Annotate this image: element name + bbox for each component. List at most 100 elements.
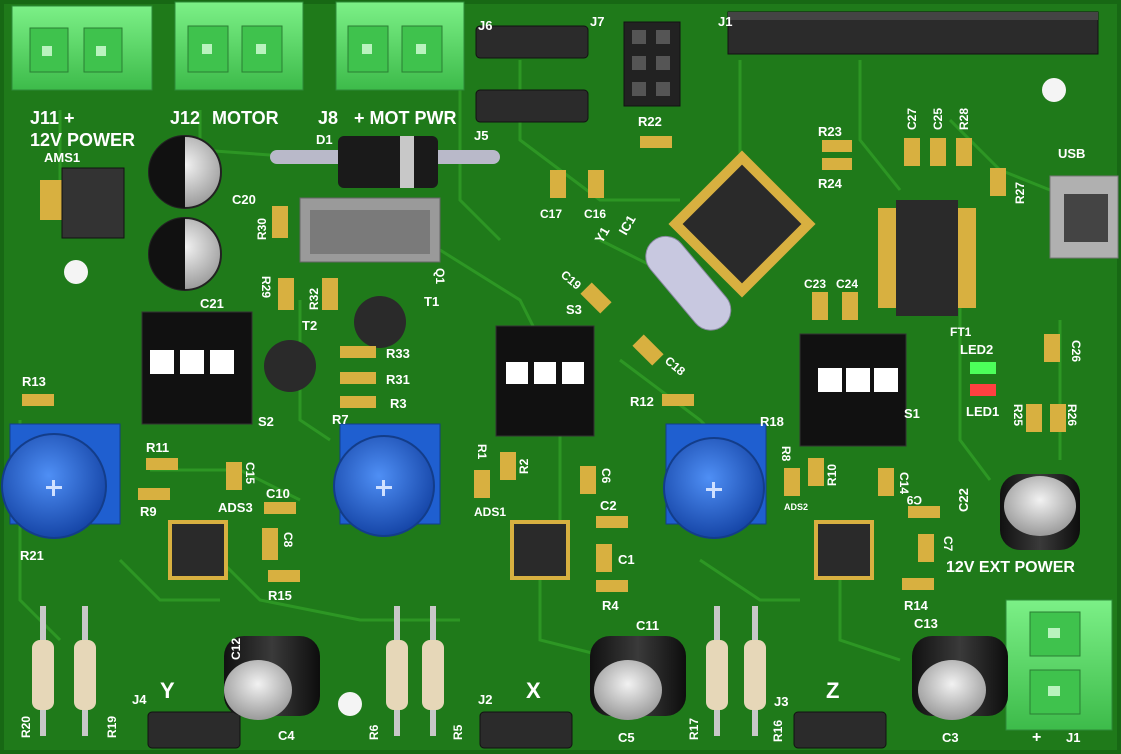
label-led2: LED2: [960, 342, 993, 357]
label-r9: R9: [140, 504, 157, 519]
label-r26: R26: [1065, 404, 1079, 426]
label-plus: +: [1032, 729, 1041, 746]
label-t2: T2: [302, 318, 317, 333]
label-r30: R30: [255, 218, 269, 240]
label-j11: J11 +: [30, 108, 75, 128]
label-c14: C14: [897, 472, 911, 494]
smd-parts: [22, 136, 1066, 592]
led-led1: [970, 384, 996, 396]
mount-hole-2: [1042, 78, 1066, 102]
pot-r3: [333, 423, 441, 537]
label-r33: R33: [386, 346, 410, 361]
label-r6: R6: [367, 724, 381, 740]
label-c23: C23: [804, 277, 826, 291]
label-c26: C26: [1069, 340, 1083, 362]
transistor-q1: [299, 197, 441, 263]
label-r4: R4: [602, 598, 619, 613]
label-c25: C25: [931, 108, 945, 130]
label-r13: R13: [22, 374, 46, 389]
usb-connector: [1049, 175, 1119, 259]
label-j2: J2: [478, 692, 492, 707]
pot-r18: [663, 423, 767, 539]
cap-c21: [148, 217, 222, 291]
label-c9: C9: [906, 493, 922, 507]
label-r21: R21: [20, 548, 44, 563]
label-z-axis: Z: [826, 678, 839, 703]
terminal-j12: [174, 1, 304, 91]
resistor-r6: [386, 606, 408, 736]
label-ft1: FT1: [950, 325, 972, 339]
label-r16: R16: [771, 720, 785, 742]
label-motor: MOTOR: [212, 108, 279, 128]
label-12v-ext-power: 12V EXT POWER: [946, 559, 1075, 576]
cap-c3: [912, 636, 1008, 720]
label-j7: J7: [590, 14, 604, 29]
label-c5: C5: [618, 730, 635, 745]
label-t1: T1: [424, 294, 439, 309]
terminal-j1: [1005, 599, 1113, 731]
cap-c4: [224, 636, 320, 720]
label-c17: C17: [540, 207, 562, 221]
label-r17: R17: [687, 718, 701, 740]
label-j8: J8: [318, 108, 338, 128]
resistor-r16: [744, 606, 766, 736]
label-r2: R2: [517, 458, 531, 474]
label-r23: R23: [818, 124, 842, 139]
switch-s2: [141, 311, 253, 425]
label-r14: R14: [904, 598, 929, 613]
label-ads2: ADS2: [784, 502, 808, 512]
resistor-r17: [706, 606, 728, 736]
ic-ads3: [168, 520, 228, 580]
label-ads1: ADS1: [474, 505, 506, 519]
label-ads3: ADS3: [218, 500, 253, 515]
label-r10: R10: [825, 464, 839, 486]
terminal-j11: [11, 5, 153, 91]
label-r27: R27: [1013, 182, 1027, 204]
diode-d1: [270, 136, 500, 188]
led-led2: [970, 362, 996, 374]
label-r28: R28: [957, 108, 971, 130]
label-r31: R31: [386, 372, 410, 387]
label-mot-pwr: + MOT PWR: [354, 108, 457, 128]
transistor-t2: [264, 340, 316, 392]
label-c6: C6: [599, 468, 613, 484]
label-c1: C1: [618, 552, 635, 567]
ic-ft1: [878, 200, 976, 316]
label-r5: R5: [451, 724, 465, 740]
ic-ads1: [510, 520, 570, 580]
label-c20: C20: [232, 192, 256, 207]
label-r25: R25: [1011, 404, 1025, 426]
label-r19: R19: [105, 716, 119, 738]
label-r29: R29: [259, 276, 273, 298]
label-c13: C13: [914, 616, 938, 631]
header-j7: [623, 21, 681, 107]
header-j1-top: [727, 11, 1099, 55]
label-c2: C2: [600, 498, 617, 513]
label-d1: D1: [316, 132, 333, 147]
crystal-y1: [645, 235, 732, 331]
label-j6: J6: [478, 18, 492, 33]
header-j3: [793, 711, 887, 749]
resistor-r19: [74, 606, 96, 736]
label-c22: C22: [956, 488, 971, 512]
label-usb: USB: [1058, 146, 1085, 161]
label-r24: R24: [818, 176, 843, 191]
label-c7: C7: [941, 536, 955, 552]
label-j5: J5: [474, 128, 488, 143]
label-q1: Q1: [433, 268, 447, 284]
silkscreen-labels: J11 + 12V POWER AMS1 J12 MOTOR J8 + MOT …: [19, 14, 1085, 746]
label-c8: C8: [281, 532, 295, 548]
transistor-t1: [354, 296, 406, 348]
label-r8: R8: [779, 446, 793, 462]
label-r32: R32: [307, 288, 321, 310]
label-12v-power: 12V POWER: [30, 130, 135, 150]
label-y1: Y1: [592, 224, 613, 245]
label-r22: R22: [638, 114, 662, 129]
label-c12: C12: [229, 638, 243, 660]
label-r7: R7: [332, 412, 349, 427]
label-c21: C21: [200, 296, 224, 311]
mount-hole-1: [64, 260, 88, 284]
label-r18: R18: [760, 414, 784, 429]
switch-s3: [495, 325, 595, 437]
